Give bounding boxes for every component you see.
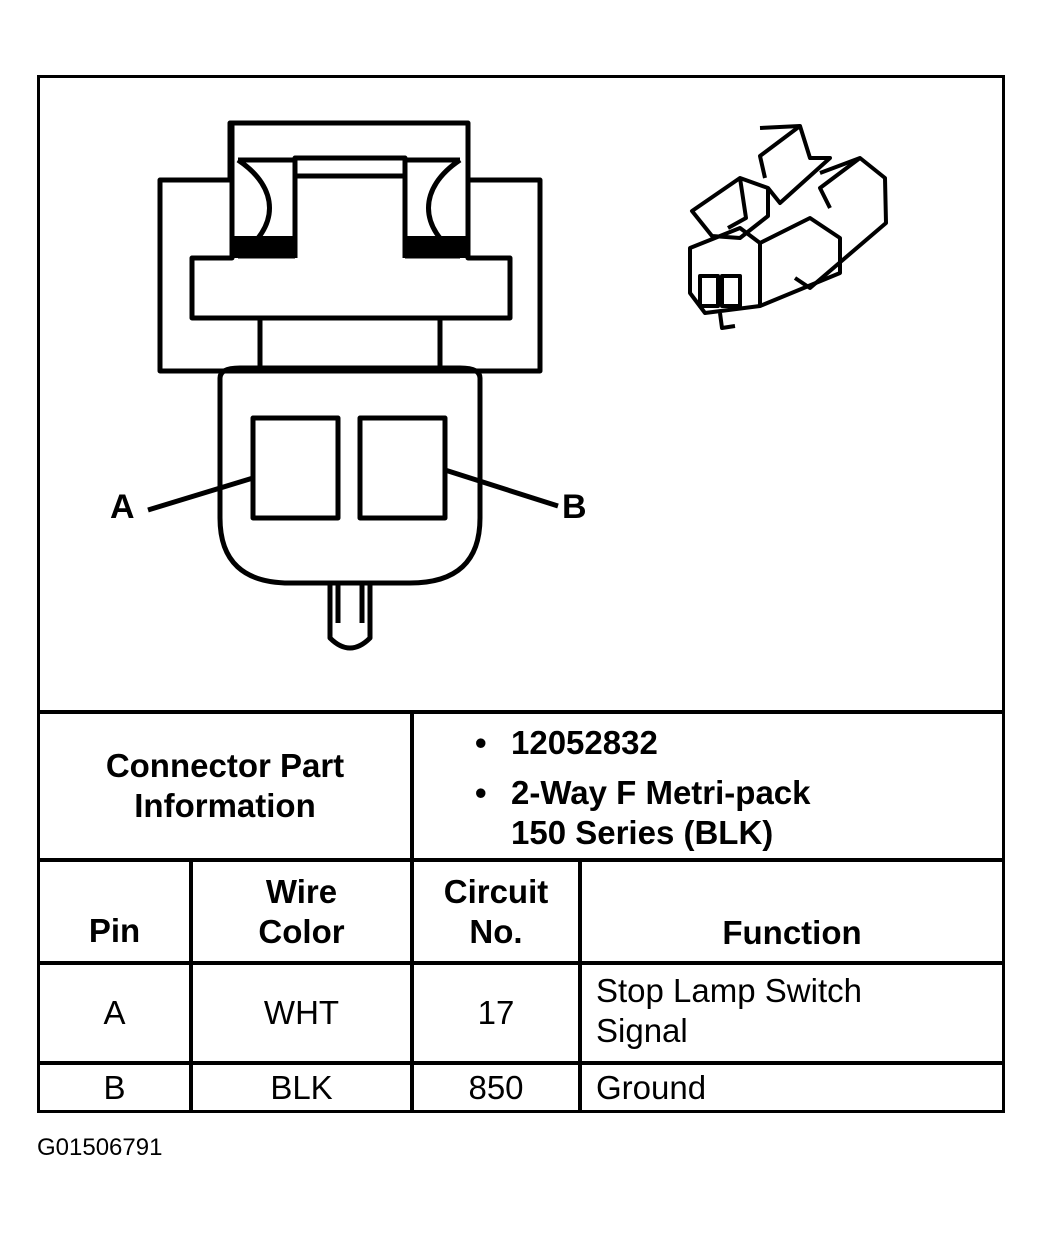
diagram-frame: A B Connector Part Information • 1205283… [37,75,1005,1113]
header-circuit-line1: Circuit [443,872,549,910]
row-a-wire-color: WHT [263,994,340,1031]
header-wire-color: Wire Color [193,862,410,961]
header-circuit-line2: No. [469,912,523,950]
row-b-wire-color-cell: BLK [193,1065,410,1110]
list-item: • 12052832 [475,724,658,761]
row-a-circuit: 17 [477,994,515,1031]
figure-id: G01506791 [37,1134,163,1161]
header-pin-text: Pin [88,912,141,949]
connector-info-label: Connector Part Information [40,714,410,858]
info-divider [410,710,414,862]
connector-3d-view [688,124,888,330]
connector-type-line2: 150 Series (BLK) [511,814,774,851]
table-row: B [40,1065,189,1110]
connector-info-label-line2: Information [134,787,316,824]
row-a-function-line2: Signal [596,1012,688,1049]
connector-type-line1: 2-Way F Metri-pack [511,774,811,811]
row-a-circuit-cell: 17 [414,965,578,1061]
list-item: • 2-Way F Metri-pack 150 Series (BLK) [475,774,811,851]
row-b-wire-color: BLK [270,1068,333,1106]
header-wire-line2: Color [258,912,345,950]
pin-b-cavity [357,415,448,521]
row-a-pin: A [103,994,126,1031]
connector-info-values: • 12052832 • 2-Way F Metri-pack 150 Seri… [475,723,811,853]
row-b-function-cell: Ground [596,1065,996,1110]
row-b-pin: B [103,1068,126,1106]
header-circuit: Circuit No. [414,862,578,961]
connector-face-drawing [147,120,888,651]
table-divider-row [40,1061,1002,1065]
row-b-circuit-cell: 850 [414,1065,578,1110]
connector-info-label-line1: Connector Part [105,747,345,784]
col-divider-2 [410,858,414,1113]
table-divider-info [40,858,1002,862]
col-divider-3 [578,858,582,1113]
row-a-function-cell: Stop Lamp Switch Signal [596,971,996,1061]
connector-latch [189,125,513,321]
pin-a-cavity [250,415,341,521]
col-divider-1 [189,858,193,1113]
header-wire-line1: Wire [265,872,338,910]
row-a-function-line1: Stop Lamp Switch [596,972,862,1009]
part-number: 12052832 [511,724,658,761]
header-function-text: Function [722,914,862,951]
table-row: A [40,965,189,1061]
header-function: Function [582,862,1002,961]
header-pin: Pin [40,862,189,961]
row-b-circuit: 850 [468,1068,524,1106]
pin-b-label: B [562,488,587,526]
table-top-border [40,710,1002,714]
pin-a-label: A [110,488,135,526]
table-divider-header [40,961,1002,965]
row-b-function: Ground [596,1068,707,1106]
connector-housing [217,365,483,586]
row-a-wire-color-cell: WHT [193,965,410,1061]
